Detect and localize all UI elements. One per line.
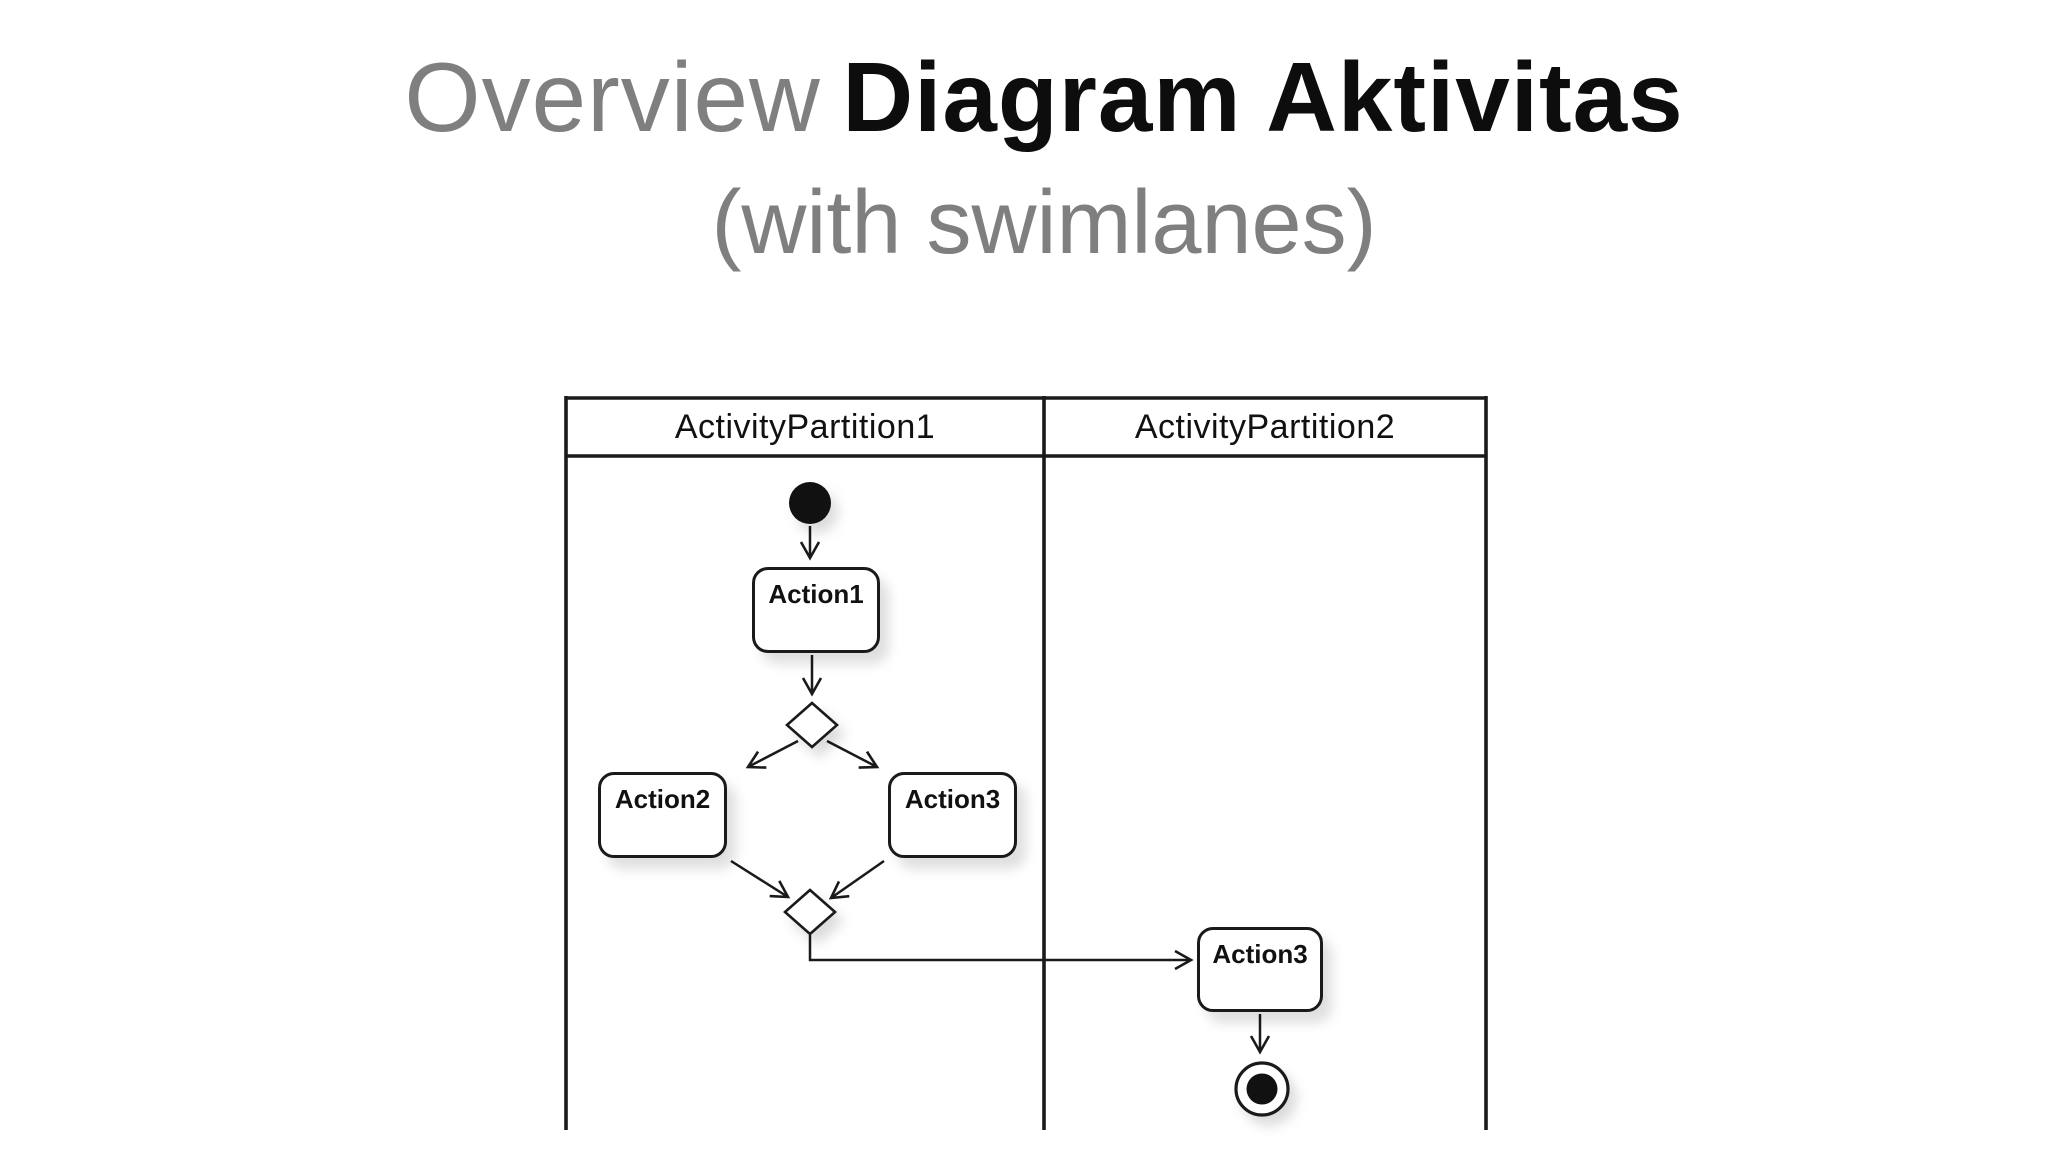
edge-action3-to-merge <box>828 859 885 900</box>
title-main-text: Diagram Aktivitas <box>842 42 1684 152</box>
action-node-action3-partition2: Action3 <box>1197 927 1323 1012</box>
action-node-action2: Action2 <box>598 772 727 858</box>
edge-merge-to-action3-partition2 <box>808 935 1194 971</box>
final-node-inner-dot <box>1246 1073 1278 1105</box>
merge-node <box>783 888 837 936</box>
action-node-action3-partition1: Action3 <box>888 772 1017 858</box>
activity-final-node <box>1234 1061 1290 1117</box>
edge-action2-to-merge <box>730 859 791 899</box>
slide-subtitle: (with swimlanes) <box>711 173 1377 273</box>
swimlane-header-partition2: ActivityPartition2 <box>1134 407 1396 446</box>
edge-decision-to-action2 <box>745 739 799 769</box>
edge-decision-to-action3 <box>826 739 880 769</box>
swimlane-frame <box>564 396 1488 1130</box>
action-node-action1: Action1 <box>752 567 880 653</box>
initial-node <box>789 482 831 524</box>
flow-edges <box>730 526 1271 1055</box>
decision-node <box>785 701 839 749</box>
swimlane-header-partition1: ActivityPartition1 <box>674 407 936 446</box>
title-word-overview: Overview <box>404 42 821 152</box>
